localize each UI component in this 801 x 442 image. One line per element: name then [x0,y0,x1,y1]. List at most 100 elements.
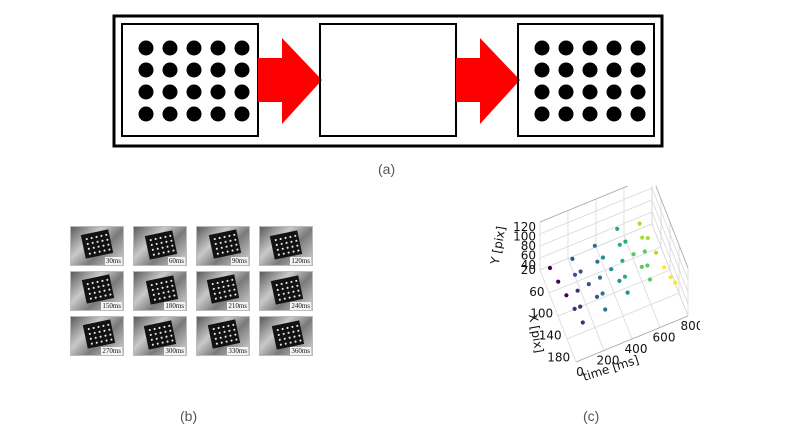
frame-thumbnail: 60ms [133,226,187,266]
trajectory-point [547,265,553,271]
caption-b: (b) [180,408,198,424]
grid-dot [186,62,202,78]
grid-dot [162,84,178,100]
grid-line [566,292,680,340]
frame-time-label: 60ms [167,257,185,265]
trajectory-point [639,264,644,269]
grid-dot [606,62,622,78]
3d-axes-box [539,186,689,363]
grid-dot [582,106,598,122]
tick-label: 120 [513,220,536,234]
trajectory-point [668,275,673,280]
tick-label: 200 [597,354,620,368]
trajectory-point [617,242,622,247]
trajectory-point [597,275,603,280]
frame-thumbnail: 330ms [196,316,250,356]
grid-dot [582,62,598,78]
trajectory-point [637,221,642,226]
tick-label: 140 [539,329,562,343]
trajectory-point [615,226,620,231]
grid-dot [210,106,226,122]
grid-dot [162,106,178,122]
grid-dot [534,62,550,78]
trajectory-point [673,280,678,285]
y-axis-label: X [pix] [526,313,547,354]
frame-time-label: 120ms [290,257,311,265]
frame-time-label: 240ms [290,302,311,310]
frame-thumbnail: 300ms [133,316,187,356]
trajectory-point [578,304,583,309]
tick-label: 180 [547,350,570,364]
grid-dot [534,84,550,100]
grid-dot [606,84,622,100]
z-axis-label: Y [pix] [488,225,509,266]
frame-thumbnail: 210ms [196,271,250,311]
trajectory-point [570,256,575,261]
trajectory-point [595,259,600,264]
trajectory-point [647,277,653,282]
frame-time-label: 210ms [227,302,248,310]
frame-time-label: 270ms [101,347,122,355]
red-arrow-1 [258,38,322,124]
left-dot-grid [138,40,250,122]
grid-dot [138,106,154,122]
frame-thumbnail: 120ms [259,226,313,266]
frame-thumbnail: 90ms [196,226,250,266]
grid-dot [186,106,202,122]
tick-label: 100 [530,307,553,321]
grid-dot [606,106,622,122]
trajectory-point [578,269,583,274]
grid-dot [186,40,202,56]
trajectory-point [600,291,605,296]
caption-c: (c) [583,408,600,424]
trajectory-point [575,288,580,293]
frame-thumbnail: 180ms [133,271,187,311]
trajectory-point [572,272,578,277]
tick-label: 20 [521,263,536,277]
trajectory-point [620,258,625,263]
frame-thumbnail: 30ms [70,226,124,266]
frame-time-label: 180ms [164,302,185,310]
frame-time-label: 300ms [164,347,185,355]
frame-time-label: 330ms [227,347,248,355]
red-arrow-2 [456,38,520,124]
grid-dot [558,62,574,78]
tick-label: 100 [513,229,536,243]
trajectory-point [662,265,667,270]
grid-dot [186,84,202,100]
frame-time-label: 150ms [101,302,122,310]
tick-label: 60 [529,285,544,299]
grid-dot [582,84,598,100]
trajectory-point [623,239,628,244]
grid-dot [162,40,178,56]
grid-dot [138,40,154,56]
grid-line [539,186,629,223]
grid-dot [534,106,550,122]
trajectory-point [603,307,608,312]
grid-dot [606,40,622,56]
trajectory-point [580,320,585,325]
grid-dot [558,106,574,122]
trajectory-point [640,235,645,240]
grid-line [655,186,689,269]
grid-line [539,199,653,247]
trajectory-point [645,263,650,268]
grid-dot [234,40,250,56]
grid-dot [582,40,598,56]
trajectory-point [594,294,600,299]
middle-empty-box [319,23,457,137]
frame-thumbnail: 270ms [70,316,124,356]
grid-dot [558,84,574,100]
grid-line [623,235,661,328]
grid-dot [234,84,250,100]
grid-line [651,187,689,281]
grid-line [575,315,689,363]
trajectory-point [609,267,614,272]
grid-dot [234,106,250,122]
tick-label: 80 [521,239,536,253]
grid-dot [630,40,646,56]
frame-thumbnail: 240ms [259,271,313,311]
trajectory-point [586,282,591,287]
grid-dot [558,40,574,56]
grid-dot [630,62,646,78]
